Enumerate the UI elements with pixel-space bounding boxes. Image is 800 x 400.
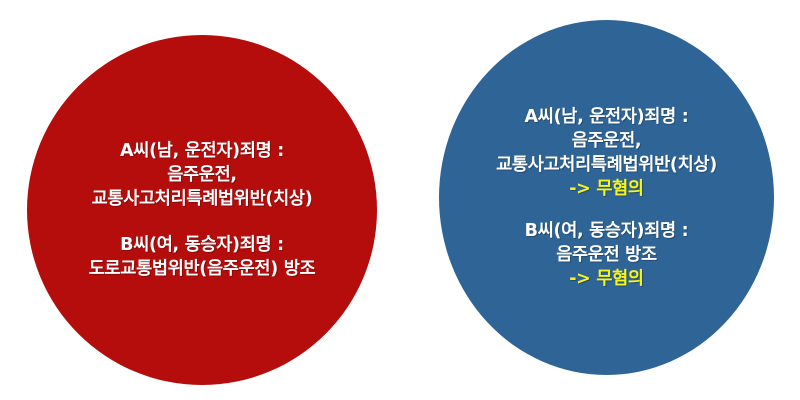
right-b-verdict: -> 무혐의 <box>569 268 644 289</box>
right-a-line3: 교통사고처리특례법위반(치상) <box>496 154 717 175</box>
right-circle: A씨(남, 운전자)죄명 : 음주운전, 교통사고처리특례법위반(치상) -> … <box>439 20 774 375</box>
left-b-line2: 도로교통법위반(음주운전) 방조 <box>88 259 316 279</box>
left-b-block: B씨(여, 동승자)죄명 : 도로교통법위반(음주운전) 방조 <box>89 233 316 281</box>
left-a-line1: A씨(남, 운전자)죄명 : <box>120 141 284 161</box>
left-circle: A씨(남, 운전자)죄명 : 음주운전, 교통사고처리특례법위반(치상) B씨(… <box>27 35 377 385</box>
right-b-block: B씨(여, 동승자)죄명 : 음주운전 방조 -> 무혐의 <box>525 219 689 291</box>
right-a-verdict: -> 무혐의 <box>569 178 644 199</box>
right-a-line1: A씨(남, 운전자)죄명 : <box>524 106 689 127</box>
left-a-block: A씨(남, 운전자)죄명 : 음주운전, 교통사고처리특례법위반(치상) <box>92 139 313 211</box>
left-a-line3: 교통사고처리특례법위반(치상) <box>91 189 313 209</box>
left-b-line1: B씨(여, 동승자)죄명 : <box>120 235 284 255</box>
right-a-block: A씨(남, 운전자)죄명 : 음주운전, 교통사고처리특례법위반(치상) -> … <box>496 105 717 201</box>
right-a-line2: 음주운전, <box>571 130 642 151</box>
right-b-line2: 음주운전 방조 <box>556 244 657 265</box>
left-a-line2: 음주운전, <box>167 165 237 185</box>
right-b-line1: B씨(여, 동승자)죄명 : <box>524 220 689 241</box>
